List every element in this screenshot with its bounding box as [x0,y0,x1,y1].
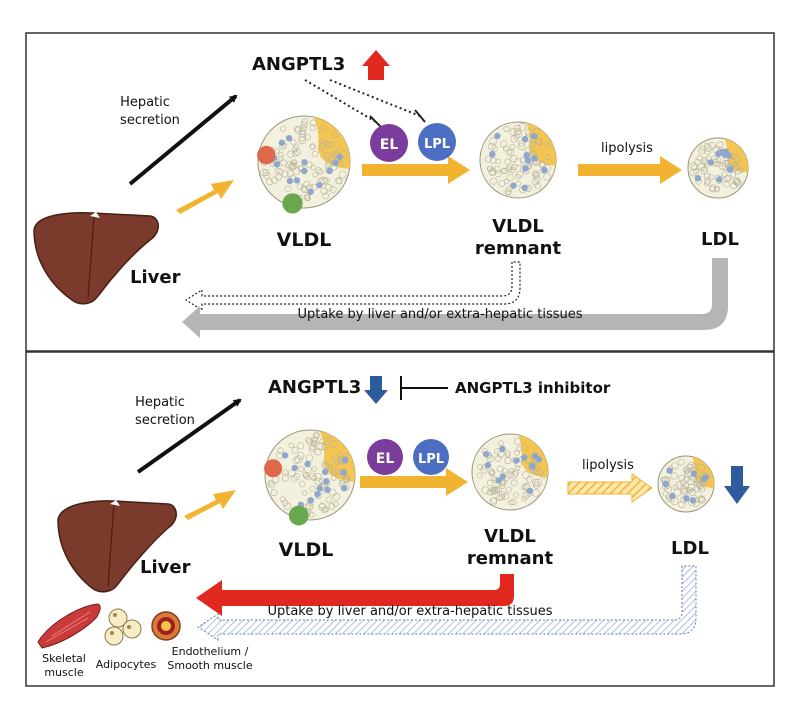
bottom-inhibitor-label: ANGPTL3 inhibitor [455,379,611,397]
adipocytes-label: Adipocytes [96,658,157,671]
bottom-remnant-label-2: remnant [467,548,554,569]
bottom-vldl-particle [264,429,356,526]
top-vldl-particle [257,115,351,214]
skeletal-label-2: muscle [44,666,84,679]
top-ldl-uptake-arrow [182,258,728,338]
bottom-remnant-label-1: VLDL [484,526,536,547]
top-ldl-particle [687,137,749,199]
top-liver-label: Liver [130,267,181,288]
top-remnant-label-2: remnant [475,238,562,259]
bottom-hepatic-label-2: secretion [135,413,195,428]
skeletal-muscle-icon [37,603,101,649]
bottom-el-label: EL [376,451,395,467]
bottom-ldl-label: LDL [671,538,709,559]
bottom-liver-to-vldl-arrow [184,490,236,520]
top-angptl3-label: ANGPTL3 [252,54,345,75]
bottom-uptake-label: Uptake by liver and/or extra-hepatic tis… [267,604,552,619]
top-lipolysis-label: lipolysis [601,141,653,156]
top-ldl-label: LDL [701,229,739,250]
top-panel-frame [25,32,775,352]
bottom-vldl-label: VLDL [279,539,334,561]
bottom-remnant-particle [471,433,549,511]
top-vldl-to-remnant-arrow [362,156,470,184]
bottom-ldl-down-arrow [724,466,750,504]
bottom-lipolysis-arrow [567,473,653,503]
top-lpl-label: LPL [424,137,450,152]
top-remnant-label-1: VLDL [492,216,544,237]
endothelium-icon [151,611,181,641]
top-angptl3-up-arrow [362,50,390,80]
top-remnant-particle [479,121,557,199]
top-vldl-label: VLDL [277,229,332,251]
top-lpl-enzyme [418,123,456,161]
bottom-liver-icon [57,500,177,593]
adipocytes-icon [104,608,142,646]
bottom-remnant-uptake-arrow [196,574,514,616]
top-el-label: EL [380,137,399,153]
top-uptake-label: Uptake by liver and/or extra-hepatic tis… [297,307,582,322]
bottom-lpl-label: LPL [418,452,444,467]
bottom-lipolysis-label: lipolysis [582,458,634,473]
top-lipolysis-arrow [578,156,682,184]
bottom-angptl3-label: ANGPTL3 [268,377,361,398]
top-liver-to-vldl-arrow [176,180,234,214]
bottom-liver-label: Liver [140,557,191,578]
top-liver-icon [33,212,159,305]
bottom-el-enzyme [367,439,403,475]
top-hepatic-secretion-arrow [128,94,238,186]
top-remnant-uptake-arrow [184,261,521,312]
bottom-hepatic-secretion-arrow [136,398,242,474]
top-hepatic-label-1: Hepatic [120,95,170,110]
bottom-panel-frame [25,351,775,687]
top-hepatic-label-2: secretion [120,113,180,128]
endothelium-label-2: Smooth muscle [167,659,252,672]
bottom-vldl-to-remnant-arrow [360,468,468,496]
endothelium-label-1: Endothelium / [172,645,249,658]
bottom-ldl-uptake-arrow [197,565,697,641]
bottom-angptl3-down-arrow [364,376,388,404]
top-el-enzyme [370,124,408,162]
bottom-ldl-particle [657,455,715,513]
bottom-lpl-enzyme [413,439,449,475]
bottom-hepatic-label-1: Hepatic [135,395,185,410]
skeletal-label-1: Skeletal [42,652,86,665]
top-angptl3-inhibition-lines [304,79,426,129]
